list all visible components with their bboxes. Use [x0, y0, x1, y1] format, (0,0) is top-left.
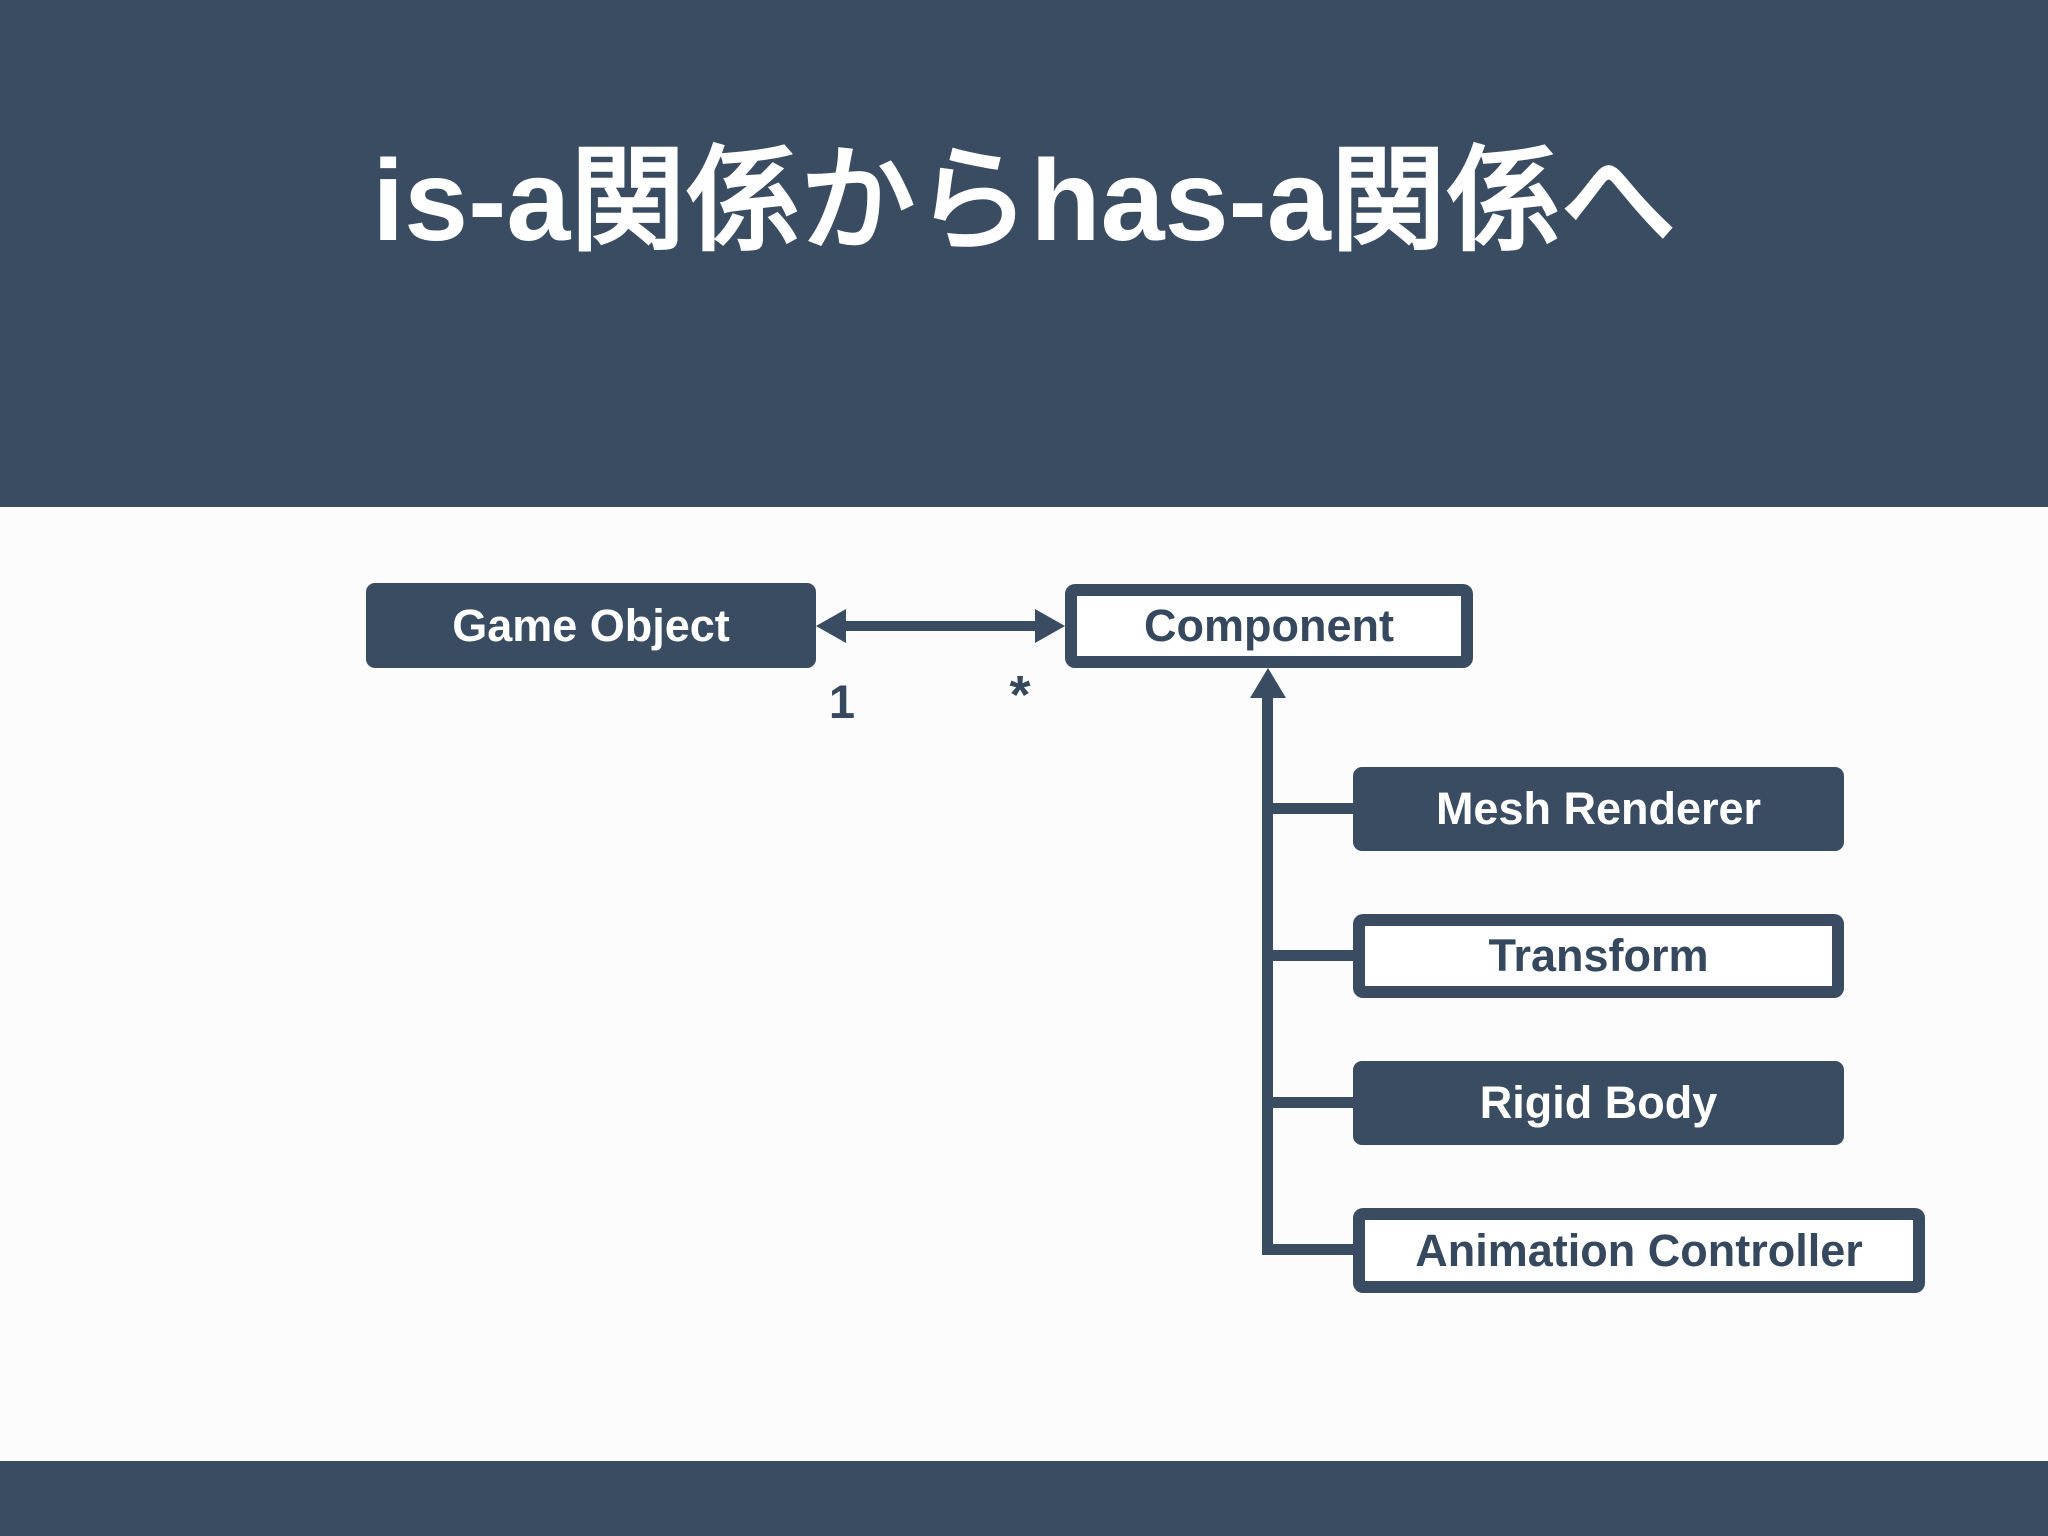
rigid-body-box: Rigid Body	[1353, 1061, 1844, 1145]
header-band	[0, 0, 2048, 507]
arrowhead-up-icon	[1250, 668, 1286, 698]
connector-stub-rigid-body	[1262, 1097, 1354, 1108]
mesh-renderer-label: Mesh Renderer	[1435, 783, 1762, 834]
association-line	[843, 621, 1037, 631]
multiplicity-many-label: *	[1009, 665, 1031, 725]
rigid-body-label: Rigid Body	[1479, 1077, 1718, 1128]
footer-band	[0, 1461, 2048, 1536]
animation-controller-label: Animation Controller	[1415, 1224, 1863, 1276]
inheritance-trunk-line	[1262, 696, 1273, 1252]
game-object-box: Game Object	[366, 583, 816, 668]
game-object-label: Game Object	[452, 599, 730, 651]
mesh-renderer-box: Mesh Renderer	[1353, 767, 1844, 851]
transform-box: Transform	[1353, 914, 1844, 998]
arrowhead-left-icon	[816, 609, 846, 643]
component-label: Component	[1144, 600, 1394, 651]
multiplicity-one-label: 1	[828, 675, 856, 728]
component-box: Component	[1065, 584, 1473, 668]
slide-title: is-a関係からhas-a関係へ	[372, 137, 1676, 265]
connector-stub-mesh-renderer	[1262, 803, 1354, 814]
transform-label: Transform	[1488, 930, 1709, 981]
connector-stub-transform	[1262, 950, 1354, 961]
connector-stub-animation-controller	[1262, 1244, 1354, 1255]
arrowhead-right-icon	[1035, 609, 1065, 643]
animation-controller-box: Animation Controller	[1353, 1208, 1925, 1293]
